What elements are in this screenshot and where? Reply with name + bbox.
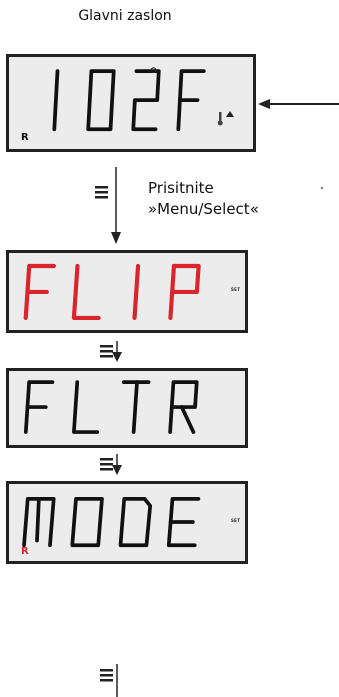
thermometer-icon (217, 111, 234, 126)
glyph-i (132, 263, 141, 321)
glyph-f (176, 69, 206, 132)
hint-line-2: »Menu/Select« (148, 200, 259, 218)
glyph-f (23, 380, 55, 434)
flow-arrow-2-head (112, 352, 122, 362)
return-arrow-head (258, 99, 270, 109)
menu-icon (100, 669, 113, 682)
glyph-d (118, 496, 153, 548)
glyph-l (71, 263, 101, 321)
glyph-f (23, 263, 56, 321)
menu-icon (100, 345, 113, 358)
dot (321, 187, 323, 189)
display-screen-fltr (6, 368, 248, 448)
r-indicator: R (21, 132, 29, 143)
display-digits (23, 263, 201, 321)
flow-arrow-3-head (112, 465, 122, 475)
glyph-l (72, 380, 100, 434)
glyph-p (168, 263, 201, 321)
glyph-t (131, 380, 139, 434)
menu-icon (95, 186, 108, 199)
glyph-0 (86, 69, 116, 132)
glyph-m (22, 496, 41, 548)
page-title: Glavni zaslon (78, 8, 172, 24)
set-indicator: SET (231, 518, 241, 523)
hint-line-1: Prisitnite (148, 179, 214, 197)
glyph-2 (131, 69, 161, 132)
set-indicator: SET (231, 287, 241, 292)
glyph-m (37, 496, 56, 548)
degree-mark (150, 67, 157, 74)
display-screen-mode: SET R (6, 481, 248, 564)
glyph-1 (52, 69, 60, 132)
display-screen-main: R (6, 54, 256, 152)
flow-arrow-1-head (111, 232, 121, 244)
r-indicator: R (21, 546, 29, 557)
display-digits (22, 496, 201, 548)
display-screen-flip: SET (6, 250, 248, 333)
display-digits (52, 67, 206, 132)
glyph-o (70, 496, 104, 548)
glyph-r (179, 405, 196, 434)
hint-text: Prisitnite »Menu/Select« (148, 178, 259, 220)
glyph-r (168, 380, 199, 434)
menu-icon (100, 458, 113, 471)
display-digits (23, 380, 199, 434)
